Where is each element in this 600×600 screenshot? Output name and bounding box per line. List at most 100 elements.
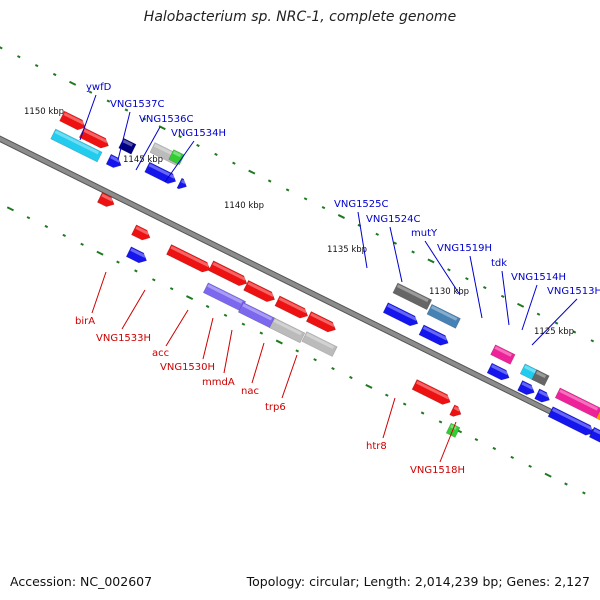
tick-mark: [285, 188, 290, 192]
tick-mark: [169, 287, 174, 291]
gene-feature: [78, 127, 109, 149]
gene-label: ywfD: [86, 82, 112, 93]
gene-highlight: [54, 130, 99, 155]
tick-dot: [275, 339, 283, 345]
tick-mark: [34, 64, 39, 68]
tick-mark: [582, 491, 586, 495]
gene-arrow: [449, 404, 462, 417]
gene-feature: [269, 317, 306, 344]
tick-mark: [6, 206, 14, 212]
leader-line: [251, 342, 265, 384]
tick-label: 1130 kbp: [429, 287, 469, 297]
gene-arrow: [588, 426, 600, 453]
tick-dot: [17, 55, 21, 59]
tick-dot: [590, 339, 595, 343]
tick-label: 1145 kbp: [123, 155, 163, 165]
gene-feature: [554, 387, 600, 419]
tick-mark: [62, 233, 66, 237]
leader-line: [469, 255, 483, 319]
tick-mark: [474, 438, 479, 442]
tick-dot: [582, 491, 586, 495]
gene-arrow: [411, 379, 451, 405]
tick-label: 1135 kbp: [327, 245, 367, 255]
tick-mark: [337, 214, 345, 219]
gene-highlight: [396, 284, 429, 303]
gene-highlight: [242, 303, 273, 321]
tick-dot: [447, 268, 451, 272]
gene-feature: [449, 404, 462, 417]
tick-mark: [0, 46, 3, 50]
gene-arrow: [305, 311, 336, 333]
tick-mark: [536, 312, 541, 316]
tick-dot: [313, 358, 317, 362]
gene-highlight: [247, 281, 274, 297]
gene-label: VNG1537C: [110, 99, 165, 110]
gene-feature: [243, 280, 275, 303]
leader-line: [531, 298, 578, 346]
tick-dot: [517, 302, 525, 308]
tick-dot: [178, 135, 182, 139]
gene-feature: [486, 362, 510, 381]
tick-mark: [331, 367, 335, 371]
gene-features: [50, 110, 600, 453]
tick-mark: [142, 117, 147, 121]
gene-label: mmdA: [202, 377, 235, 388]
tick-dot: [158, 125, 166, 131]
gene-feature: [517, 380, 535, 396]
gene-feature: [547, 406, 594, 436]
gene-highlight: [524, 365, 537, 374]
gene-highlight: [422, 326, 448, 341]
gene-label: VNG1519H: [437, 243, 492, 254]
tick-dot: [474, 438, 479, 442]
gene-highlight: [416, 380, 450, 400]
gene-label: VNG1530H: [160, 362, 215, 373]
gene-arrow: [486, 362, 510, 381]
gene-feature: [125, 246, 147, 264]
gene-feature: [490, 344, 516, 365]
tick-dot: [96, 250, 104, 256]
leader-line: [164, 140, 195, 183]
gene-feature: [534, 388, 550, 403]
gene-label: VNG1518H: [410, 465, 465, 476]
tick-mark: [402, 402, 407, 406]
tick-dot: [420, 411, 425, 415]
leader-line: [223, 329, 233, 374]
leader-line: [439, 421, 457, 463]
gene-highlight: [305, 332, 335, 349]
tick-mark: [241, 322, 246, 326]
tick-mark: [303, 197, 308, 201]
gene-feature: [50, 128, 103, 163]
gene-highlight: [180, 179, 186, 184]
tick-mark: [295, 349, 299, 353]
tick-dot: [438, 420, 443, 424]
leader-line: [281, 354, 298, 399]
tick-dot: [214, 152, 218, 156]
gene-feature: [411, 379, 451, 405]
leader-line: [121, 289, 146, 330]
tick-mark: [375, 232, 379, 236]
tick-label: 1140 kbp: [224, 201, 264, 211]
tick-mark: [116, 260, 120, 264]
tick-mark: [96, 250, 104, 256]
label-leaders: [79, 94, 578, 463]
tick-dot: [285, 188, 290, 192]
gene-feature: [596, 408, 600, 437]
tick-mark: [248, 169, 256, 175]
gene-labels: ywfDVNG1537CVNG1536CVNG1534HVNG1525CVNG1…: [75, 82, 600, 476]
tick-dot: [88, 90, 93, 94]
tick-dot: [500, 294, 505, 298]
leader-line: [165, 309, 189, 347]
tick-mark: [186, 295, 194, 301]
leader-line: [389, 226, 403, 283]
gene-box: [554, 387, 600, 419]
gene-highlight: [110, 155, 121, 163]
tick-mark: [438, 420, 443, 424]
leader-line: [91, 271, 107, 314]
tick-dot: [259, 331, 264, 335]
tick-mark: [259, 331, 264, 335]
tick-mark: [152, 278, 156, 282]
tick-dot: [492, 446, 497, 451]
gene-label: VNG1513H: [547, 286, 600, 297]
tick-dot: [52, 72, 57, 77]
